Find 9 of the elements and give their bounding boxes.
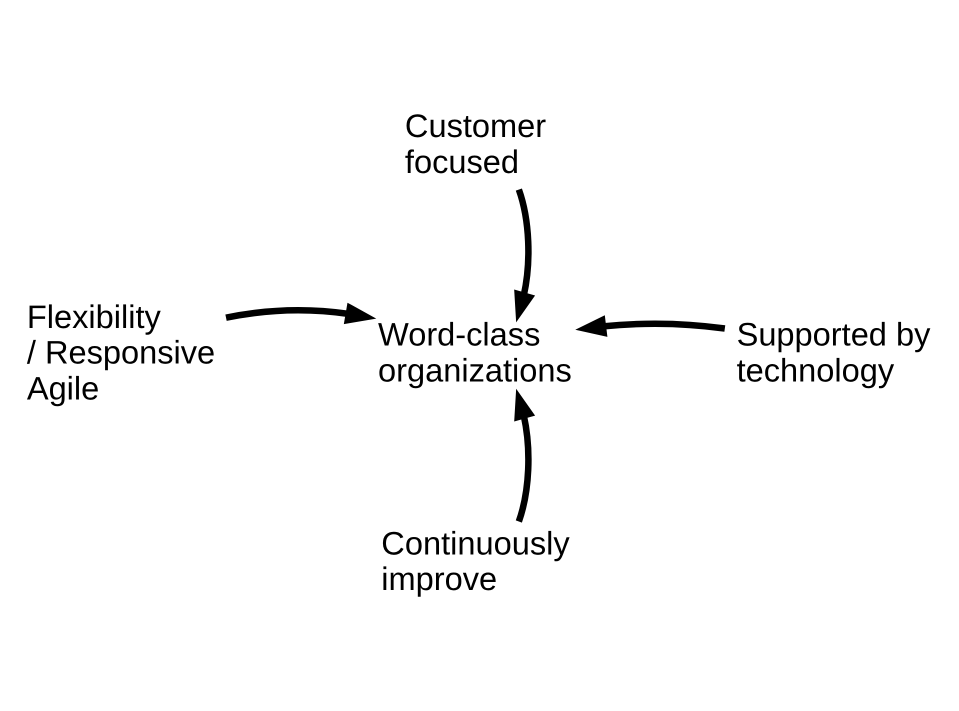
node-text: Supported by technology: [736, 316, 930, 389]
arrow: [225, 302, 376, 324]
node-text: Flexibility / Responsive Agile: [26, 298, 216, 407]
arrow: [514, 188, 536, 322]
arrow: [575, 315, 726, 337]
arrow: [514, 388, 536, 522]
node-text: Continuously improve: [381, 524, 570, 598]
node-text: Word-class organizations: [378, 316, 572, 389]
node-text: Customer focused: [404, 107, 546, 180]
